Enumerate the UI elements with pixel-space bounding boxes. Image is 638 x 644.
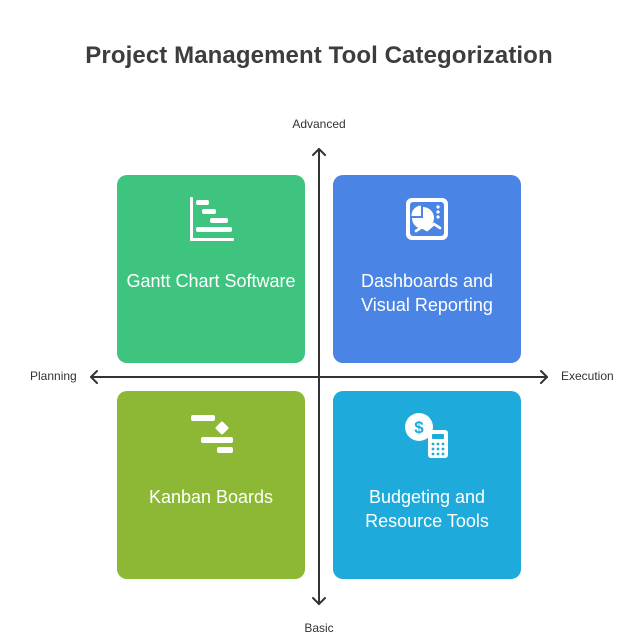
budget-calculator-icon: $ bbox=[405, 413, 448, 458]
svg-text:$: $ bbox=[414, 418, 424, 437]
quadrant-label: Budgeting and Resource Tools bbox=[365, 487, 489, 531]
quadrant-dashboards-visual-reporting: Dashboards and Visual Reporting bbox=[333, 175, 521, 363]
axis-label-advanced: Advanced bbox=[292, 117, 346, 131]
quadrant-budgeting-resource-tools: $ Budgeting and Resource Tools bbox=[333, 391, 521, 579]
quadrant-kanban-boards: Kanban Boards bbox=[117, 391, 305, 579]
axis-label-execution: Execution bbox=[561, 369, 614, 383]
quadrant-label: Gantt Chart Software bbox=[126, 271, 296, 291]
arrow-right-icon bbox=[540, 370, 548, 384]
quadrant-label: Dashboards and Visual Reporting bbox=[360, 271, 494, 315]
axis-label-planning: Planning bbox=[30, 369, 77, 383]
page-title: Project Management Tool Categorization bbox=[85, 42, 553, 69]
arrow-left-icon bbox=[90, 370, 98, 384]
dashboard-report-icon bbox=[406, 198, 448, 240]
quadrant-gantt-chart-software: Gantt Chart Software bbox=[117, 175, 305, 363]
kanban-flow-icon bbox=[191, 415, 233, 453]
axis-label-basic: Basic bbox=[304, 621, 334, 635]
quadrant-label: Kanban Boards bbox=[148, 487, 274, 507]
arrow-down-icon bbox=[312, 597, 326, 605]
gantt-chart-icon bbox=[190, 197, 234, 241]
arrow-up-icon bbox=[312, 148, 326, 156]
